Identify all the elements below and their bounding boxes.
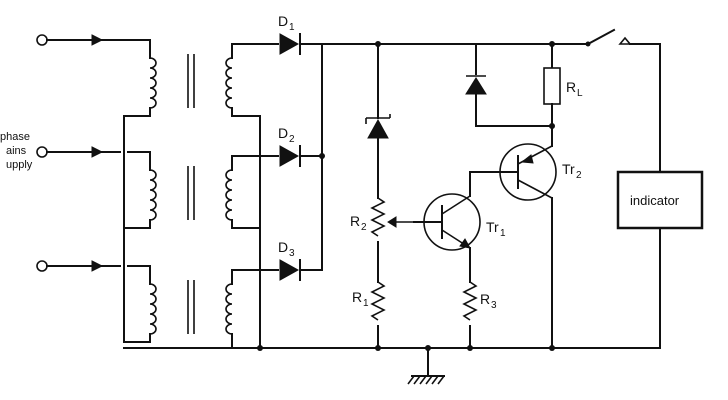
svg-text:2: 2: [289, 134, 295, 145]
arrow-icon: [91, 34, 104, 46]
svg-text:R: R: [480, 291, 490, 307]
svg-text:D: D: [278, 13, 288, 29]
svg-text:R: R: [566, 79, 576, 95]
supply-label-line-2: ains: [6, 145, 27, 157]
svg-text:1: 1: [500, 228, 506, 239]
transformer-cores: [187, 54, 195, 334]
resistor-r2: R 2: [350, 197, 414, 283]
diode-d2: D 2: [278, 125, 301, 167]
resistor-r1: R 1: [352, 281, 386, 349]
svg-text:2: 2: [576, 170, 582, 181]
svg-text:L: L: [577, 88, 583, 99]
supply-label: phase ains upply: [0, 131, 33, 171]
supply-label-line-3: upply: [6, 159, 33, 171]
arrow-icon: [91, 146, 104, 158]
arrow-icon: [91, 260, 104, 272]
svg-text:D: D: [278, 125, 288, 141]
diode-d3: D 3: [278, 239, 301, 281]
svg-text:1: 1: [289, 22, 295, 33]
input-terminal-2: [36, 146, 48, 158]
zener-diode-left: [365, 43, 391, 199]
svg-text:1: 1: [363, 298, 369, 309]
secondary-windings: [225, 43, 279, 349]
svg-text:indicator: indicator: [630, 193, 680, 208]
svg-text:3: 3: [491, 300, 497, 311]
svg-text:Tr: Tr: [486, 219, 499, 235]
zener-diode-right: [465, 43, 555, 129]
switch: [585, 28, 661, 173]
resistor-rl: R L: [543, 43, 583, 127]
svg-text:2: 2: [361, 222, 367, 233]
transistor-tr2: Tr 2: [477, 125, 582, 349]
ground-icon: [407, 375, 445, 385]
transistor-tr1: Tr 1: [413, 171, 506, 283]
svg-text:Tr: Tr: [562, 161, 575, 177]
input-terminal-3: [36, 260, 48, 272]
primary-windings: [123, 57, 157, 343]
indicator: indicator: [616, 170, 704, 349]
ground-rail: [123, 345, 661, 377]
svg-text:R: R: [352, 289, 362, 305]
wiper-arrow-icon: [387, 216, 397, 228]
supply-label-line-1: phase: [0, 131, 30, 143]
svg-text:R: R: [350, 213, 360, 229]
input-terminals: [36, 34, 151, 285]
svg-text:3: 3: [289, 248, 295, 259]
svg-text:D: D: [278, 239, 288, 255]
diode-d1: D 1: [278, 13, 301, 55]
positive-rail: [299, 41, 589, 271]
resistor-r3: R 3: [462, 281, 497, 349]
input-terminal-1: [36, 34, 48, 46]
